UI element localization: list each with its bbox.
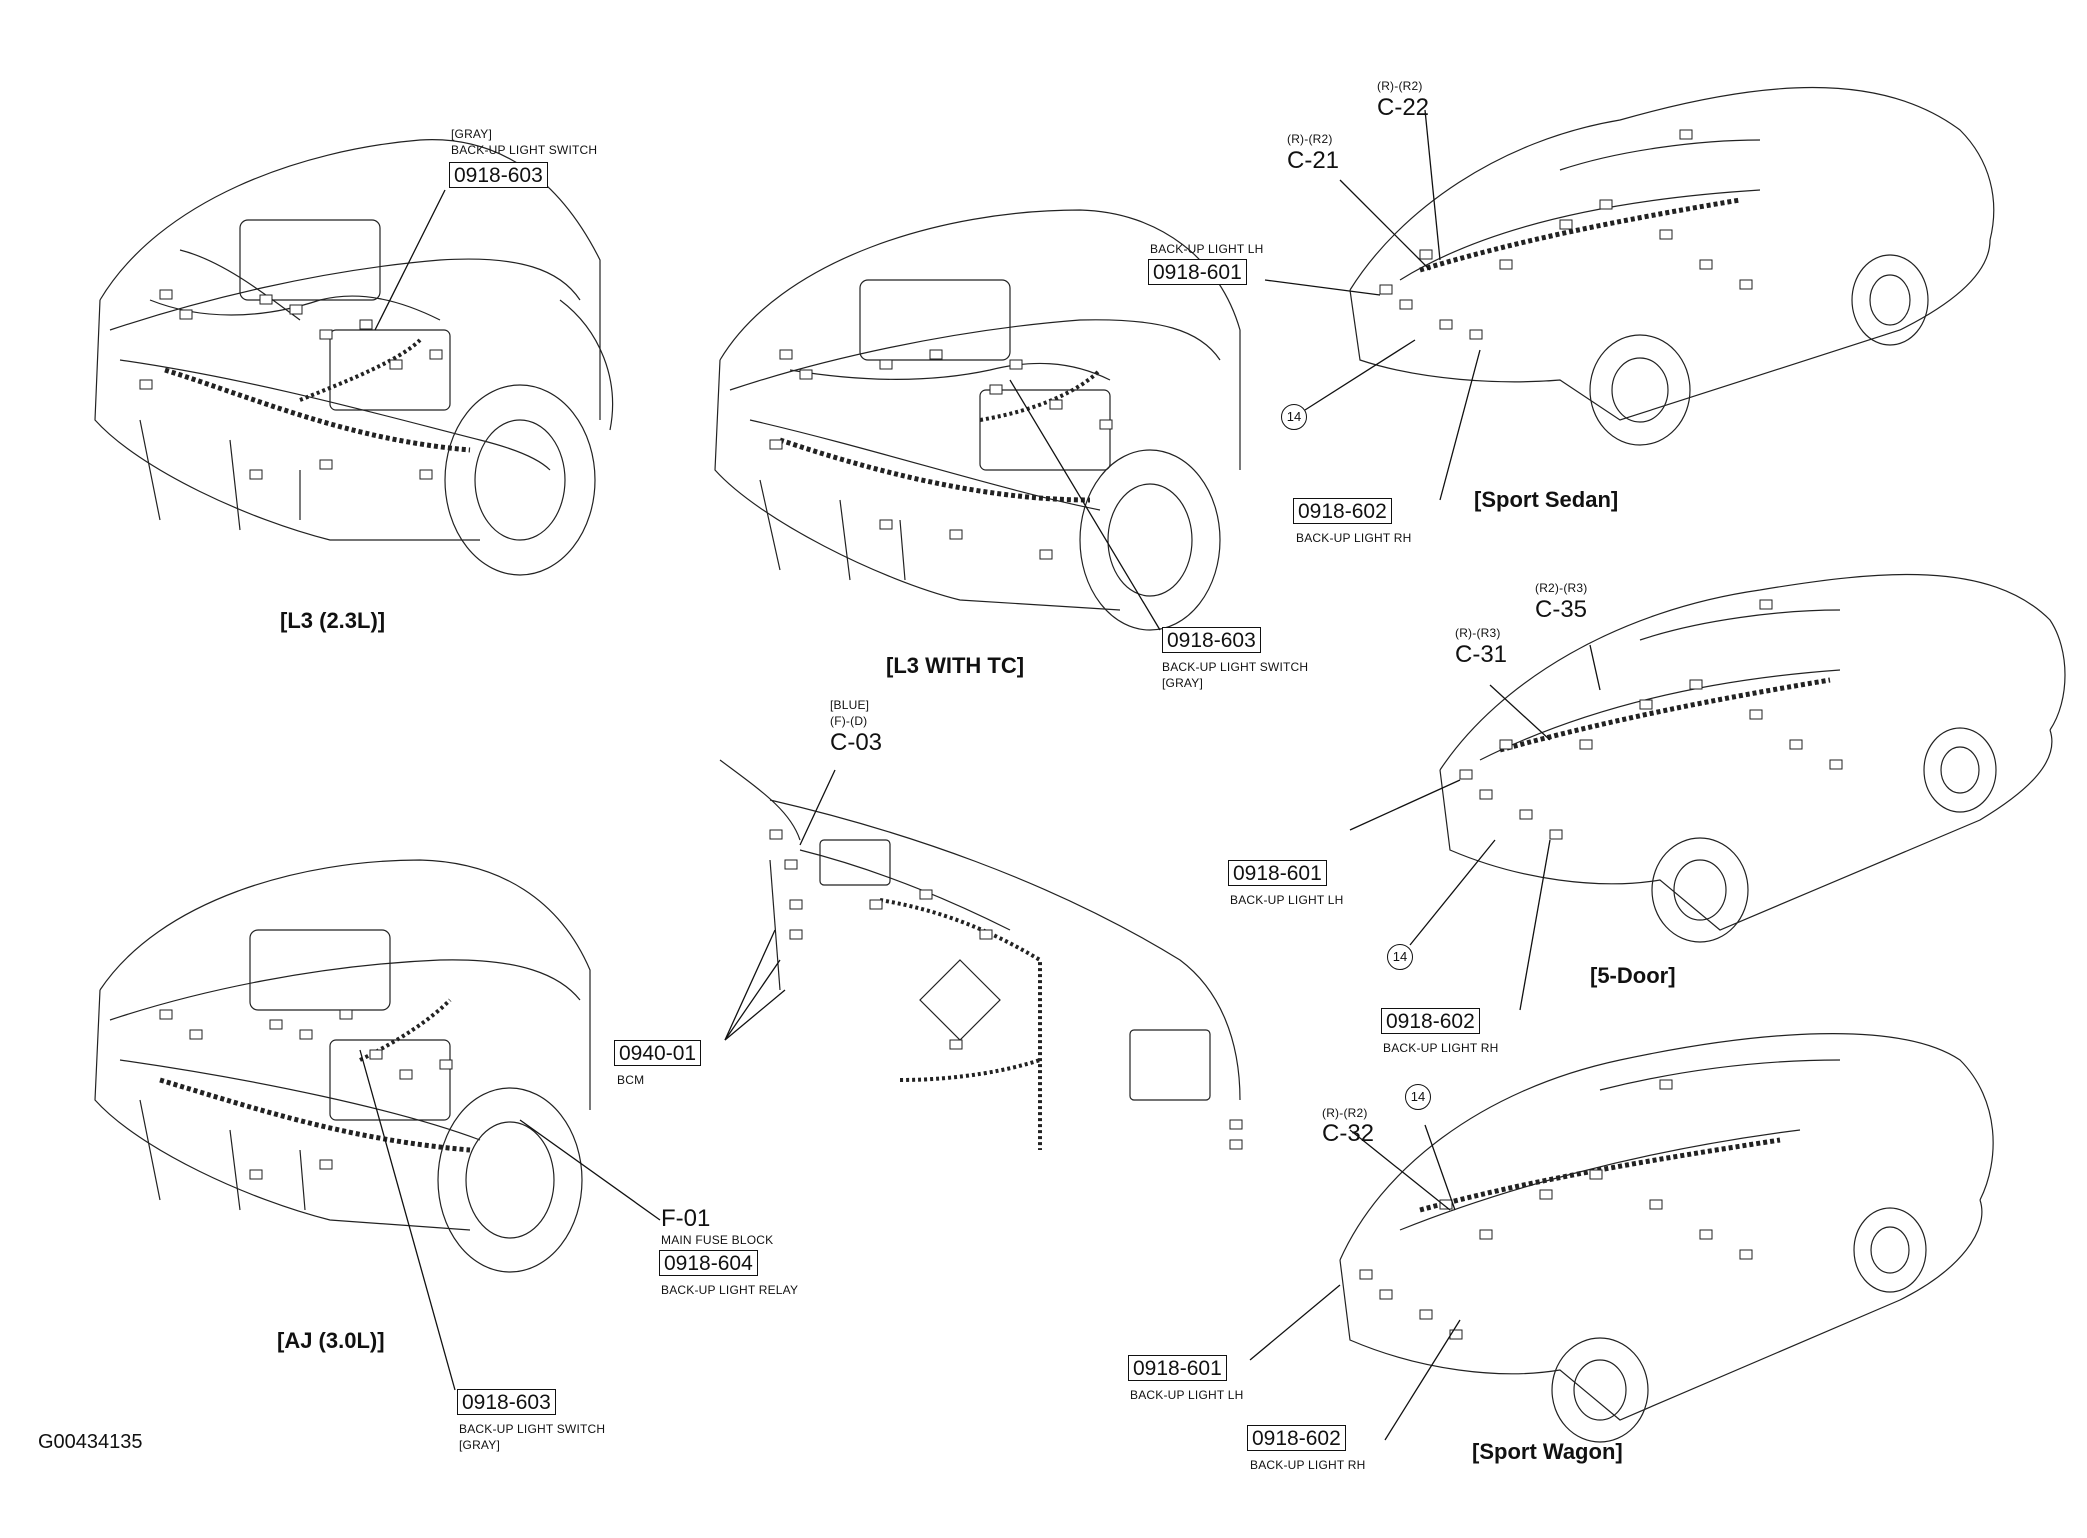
wg-c32-code: C-32 [1322,1120,1375,1147]
fd-c35-code: C-35 [1535,596,1588,623]
sedan-rh-desc: BACK-UP LIGHT RH [1296,531,1412,545]
tc-switch-note: [GRAY] [1162,676,1203,690]
dashboard-bcm-drawing [719,759,1243,1150]
wg-rh-code-box: 0918-602 [1247,1425,1346,1451]
wg-c32-sub: (R)-(R2) [1322,1106,1368,1120]
fd-title: [5-Door] [1590,963,1676,988]
relay-code-box: 0918-604 [659,1250,758,1276]
sedan-c22-sub: (R)-(R2) [1377,79,1423,93]
sedan-title: [Sport Sedan] [1474,487,1619,512]
engine-bay-l3-drawing [94,139,614,576]
sport-sedan-drawing [1349,86,1995,446]
wg-rh-desc: BACK-UP LIGHT RH [1250,1458,1366,1472]
sedan-ref-14-circle: 14 [1281,404,1307,430]
relay-desc: BACK-UP LIGHT RELAY [661,1283,799,1297]
figure-id: G00434135 [38,1431,143,1453]
fd-c31-sub: (R)-(R3) [1455,626,1501,640]
c03-code: C-03 [830,729,883,756]
fd-lh-desc: BACK-UP LIGHT LH [1230,893,1344,907]
fd-c35-sub: (R2)-(R3) [1535,581,1588,595]
tc-switch-code-box: 0918-603 [1162,627,1261,653]
bcm-desc: BCM [617,1073,645,1087]
fd-rh-desc: BACK-UP LIGHT RH [1383,1041,1499,1055]
sedan-c21-code: C-21 [1287,147,1340,174]
l3tc-title: [L3 WITH TC] [886,653,1025,678]
five-door-drawing [1439,573,2066,943]
aj-switch-note: [GRAY] [459,1438,500,1452]
l3-switch-desc: BACK-UP LIGHT SWITCH [451,143,598,157]
aj-switch-desc: BACK-UP LIGHT SWITCH [459,1422,606,1436]
sport-wagon-drawing [1339,1033,1994,1443]
aj-title: [AJ (3.0L)] [277,1328,385,1353]
c03-note: [BLUE] [830,698,870,712]
wg-title: [Sport Wagon] [1472,1439,1623,1464]
fuse-code: F-01 [661,1205,711,1232]
wg-ref-14-circle: 14 [1405,1084,1431,1110]
wg-lh-code-box: 0918-601 [1128,1355,1227,1381]
wg-lh-desc: BACK-UP LIGHT LH [1130,1388,1244,1402]
sedan-c21-sub: (R)-(R2) [1287,132,1333,146]
tc-switch-desc: BACK-UP LIGHT SWITCH [1162,660,1309,674]
bcm-code-box: 0940-01 [614,1040,702,1066]
fd-rh-code-box: 0918-602 [1381,1008,1480,1034]
leader-lines [359,109,1601,1441]
fd-lh-code-box: 0918-601 [1228,860,1327,886]
fuse-desc: MAIN FUSE BLOCK [661,1233,774,1247]
sedan-c22-code: C-22 [1377,94,1430,121]
l3-switch-code-box: 0918-603 [449,162,548,188]
sedan-rh-code-box: 0918-602 [1293,498,1392,524]
sedan-lh-code-box: 0918-601 [1148,259,1247,285]
fd-c31-code: C-31 [1455,641,1508,668]
c03-sub: (F)-(D) [830,714,868,728]
l3-title: [L3 (2.3L)] [280,608,386,633]
fd-ref-14-circle: 14 [1387,944,1413,970]
sedan-lh-desc: BACK-UP LIGHT LH [1150,242,1264,256]
aj-switch-code-box: 0918-603 [457,1389,556,1415]
l3-switch-note: [GRAY] [451,127,492,141]
engine-bay-aj-drawing [94,859,591,1273]
